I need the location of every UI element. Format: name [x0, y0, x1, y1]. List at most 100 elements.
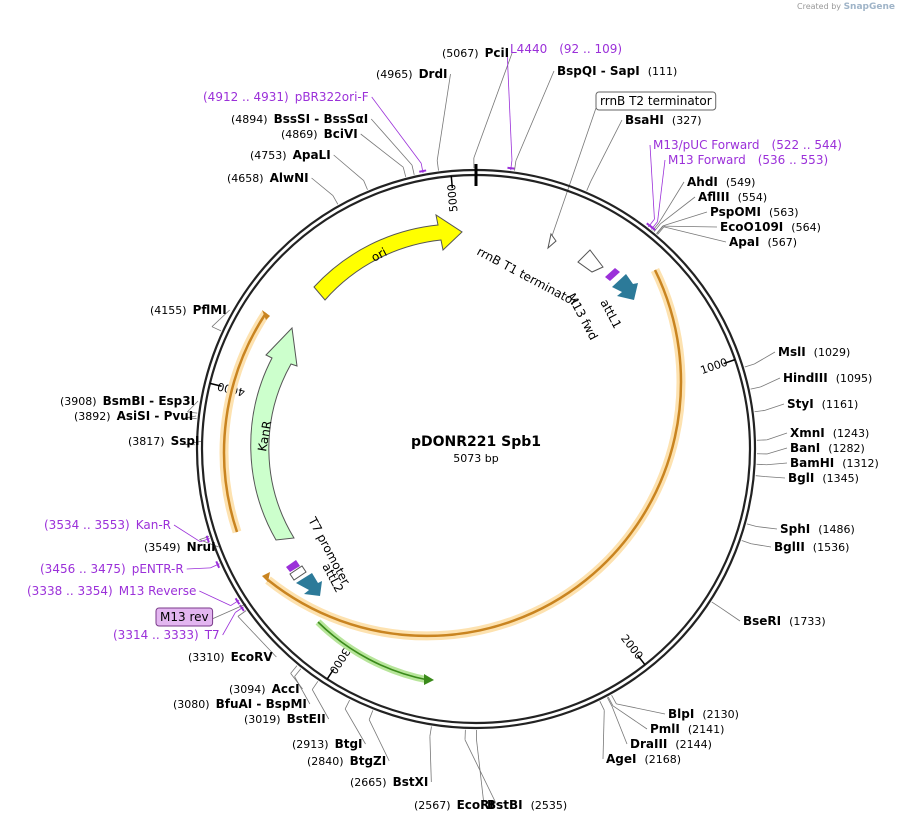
site-label[interactable]: MslI(1029) [778, 345, 850, 359]
primer-name: M13/pUC Forward [653, 138, 760, 152]
primer-label[interactable]: (4912 .. 4931)pBR322ori-F [203, 90, 369, 104]
site-position: (4753) [250, 149, 287, 162]
site-label[interactable]: (3094)AccI [229, 682, 300, 696]
site-label[interactable]: BglI(1345) [788, 471, 859, 485]
site-position: (2168) [644, 753, 681, 766]
site-name: BseRI [743, 614, 781, 628]
primer-range: (3338 .. 3354) [27, 584, 113, 598]
site-label[interactable]: (3310)EcoRV [188, 650, 273, 664]
site-label[interactable]: (4894)BssSI - BssSαI [231, 112, 368, 126]
rrnb-t2-box-label[interactable]: rrnB T2 terminator [600, 94, 712, 108]
site-label[interactable]: (5067)PciI [442, 46, 509, 60]
primer-name: M13 Reverse [119, 584, 197, 598]
site-label[interactable]: ApaI(567) [729, 235, 797, 249]
site-label[interactable]: (3892)AsiSI - PvuI [74, 409, 193, 423]
site-position: (564) [791, 221, 821, 234]
site-position: (2144) [675, 738, 712, 751]
tick-label: 2000 [618, 632, 646, 662]
site-label[interactable]: PspOMI(563) [710, 205, 799, 219]
site-label[interactable]: (2840)BtgZI [307, 754, 386, 768]
leader-line [476, 739, 485, 806]
site-position: (3549) [144, 541, 181, 554]
primer-label[interactable]: (3314 .. 3333)T7 [113, 628, 220, 642]
primer-bind-mark [215, 560, 221, 569]
site-label[interactable]: BsaHI(327) [625, 113, 702, 127]
leader-line [660, 196, 696, 225]
site-position: (1161) [822, 398, 859, 411]
site-position: (4869) [281, 128, 318, 141]
m13-rev-box [155, 607, 214, 627]
site-name: AlwNI [270, 171, 309, 185]
primer-label[interactable]: L4440(92 .. 109) [510, 42, 622, 56]
leader-line [765, 476, 786, 479]
primer-label[interactable]: (3338 .. 3354) M13 Reverse [27, 584, 196, 598]
site-label[interactable]: (4965) DrdI [376, 67, 448, 81]
site-name: XmnI [790, 426, 825, 440]
leader-line [611, 706, 628, 745]
site-label[interactable]: BlpI(2130) [668, 707, 739, 721]
site-name: DrdI [419, 67, 448, 81]
site-label[interactable]: (4869)BciVI [281, 127, 358, 141]
site-label[interactable]: (2567)EcoRI [414, 798, 494, 812]
site-label[interactable]: BstBI(2535) [487, 798, 567, 812]
site-label[interactable]: (2913)BtgI [292, 737, 363, 751]
site-position: (111) [648, 65, 678, 78]
leader-line [294, 676, 311, 705]
site-label[interactable]: (4155)PflMI [150, 303, 227, 317]
site-position: (1536) [813, 541, 850, 554]
site-name: AccI [272, 682, 300, 696]
site-name: BlpI [668, 707, 694, 721]
site-position: (3019) [244, 713, 281, 726]
site-label[interactable]: AhdI(549) [687, 175, 755, 189]
site-name: BtgZI [350, 754, 387, 768]
site-label[interactable]: BspQI - SapI(111) [557, 64, 677, 78]
site-label[interactable]: (4658)AlwNI [227, 171, 309, 185]
primer-name: pENTR-R [132, 562, 184, 576]
m13-rev-box-label[interactable]: M13 rev [160, 610, 209, 624]
site-label[interactable]: EcoO109I (564) [720, 220, 821, 234]
site-label[interactable]: (3549)NruI [144, 540, 216, 554]
leader-line [199, 590, 231, 606]
site-label[interactable]: HindIII(1095) [783, 371, 872, 385]
site-label[interactable]: (3019)BstEII [244, 712, 326, 726]
site-label[interactable]: (3908)BsmBI - Esp3I [60, 394, 195, 408]
primer-name: M13 Forward [668, 153, 746, 167]
site-position: (4965) [376, 68, 413, 81]
primer-label[interactable]: (3456 .. 3475)pENTR-R [40, 562, 184, 576]
site-label[interactable]: BseRI(1733) [743, 614, 826, 628]
site-label[interactable]: StyI(1161) [787, 397, 858, 411]
site-position: (549) [726, 176, 756, 189]
site-label[interactable]: (4753)ApaLI [250, 148, 331, 162]
plasmid-name: pDONR221 Spb1 [411, 434, 541, 450]
site-label[interactable]: PmlI(2141) [650, 722, 724, 736]
leader-line [237, 616, 277, 658]
leader-line [755, 475, 766, 478]
leader-line [754, 410, 765, 413]
leader-line [368, 719, 390, 762]
primer-label[interactable]: M13 Forward(536 .. 553) [668, 153, 828, 167]
site-label[interactable]: (3080)BfuAI - BspMI [173, 697, 307, 711]
t7-promoter-shape [289, 565, 307, 581]
plasmid-length: 5073 bp [453, 452, 498, 465]
site-label[interactable]: BamHI(1312) [790, 456, 879, 470]
site-name: EcoO109I [720, 220, 783, 234]
leader-line [514, 160, 517, 171]
primer-label[interactable]: M13/pUC Forward(522 .. 544) [653, 138, 842, 152]
site-label[interactable]: AgeI(2168) [606, 752, 681, 766]
site-leader-lines [173, 48, 788, 806]
rrnb-t1-terminator-shape [577, 249, 604, 273]
site-label[interactable]: AflIII(554) [698, 190, 767, 204]
site-label[interactable]: BglII(1536) [774, 540, 849, 554]
primer-label[interactable]: (3534 .. 3553)Kan-R [44, 518, 171, 532]
site-label[interactable]: (3817)SspI [128, 434, 199, 448]
site-label[interactable]: BanI(1282) [790, 441, 865, 455]
site-label[interactable]: SphI(1486) [780, 522, 855, 536]
site-label[interactable]: (2665)BstXI [350, 775, 428, 789]
leader-line [187, 400, 199, 413]
site-label[interactable]: XmnI(1243) [790, 426, 869, 440]
site-label[interactable]: DraIII(2144) [630, 737, 712, 751]
site-name: BtgI [335, 737, 363, 751]
credit-prefix: Created by [797, 2, 842, 11]
